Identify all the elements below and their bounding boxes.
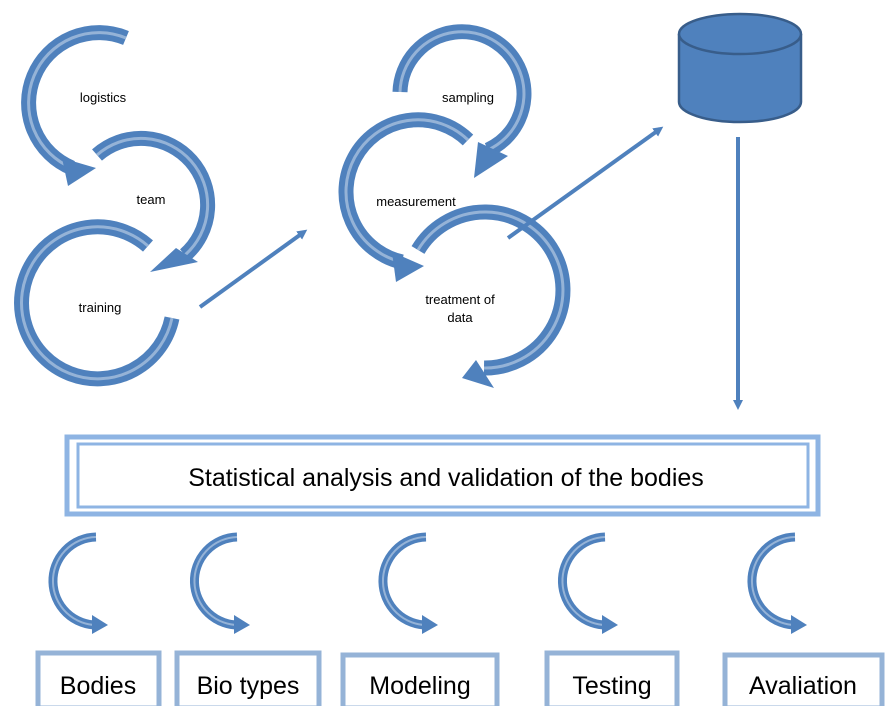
circular-arrow-icon — [21, 25, 129, 186]
analysis-title: Statistical analysis and validation of t… — [188, 464, 704, 492]
output-box-modeling — [340, 652, 500, 706]
cycle-2: sampling measurement treatment of data — [338, 24, 571, 388]
circular-arrow-icon — [14, 219, 180, 387]
cycle-2-label-data: data — [447, 310, 473, 325]
flow-arrow — [198, 229, 308, 309]
circular-arrow-icon — [92, 130, 216, 272]
circular-arrow-icon — [338, 112, 474, 282]
circular-arrow-icon — [48, 532, 108, 634]
cycle-1-label-team: team — [137, 192, 166, 207]
flow-arrow — [506, 126, 664, 240]
circular-arrow-icon — [558, 532, 618, 634]
circular-arrow-icon — [392, 24, 532, 178]
circular-arrow-icon — [747, 532, 807, 634]
output-label-modeling: Modeling — [369, 672, 470, 700]
output-label-bio-types: Bio types — [197, 672, 300, 700]
circular-arrow-icon — [190, 532, 250, 634]
output-label-bodies: Bodies — [60, 672, 136, 700]
output-box-avaliation — [722, 652, 885, 706]
output-box-testing — [544, 650, 680, 706]
output-box-bodies — [35, 650, 162, 706]
cycle-2-label-measurement: measurement — [376, 194, 456, 209]
circular-arrow-icon — [378, 532, 438, 634]
output-box-bio-types — [174, 650, 322, 706]
cycle-1-label-training: training — [79, 300, 122, 315]
output-label-avaliation: Avaliation — [749, 672, 857, 700]
analysis-box — [64, 434, 821, 517]
cycle-2-label-sampling: sampling — [442, 90, 494, 105]
circular-arrow-icon — [411, 204, 571, 388]
cycle-2-label-treatment: treatment of — [425, 292, 495, 307]
cycle-1-label-logistics: logistics — [80, 90, 127, 105]
database-cylinder-icon — [677, 12, 803, 124]
output-label-testing: Testing — [572, 672, 651, 700]
cycle-1: logistics team training — [14, 25, 216, 387]
